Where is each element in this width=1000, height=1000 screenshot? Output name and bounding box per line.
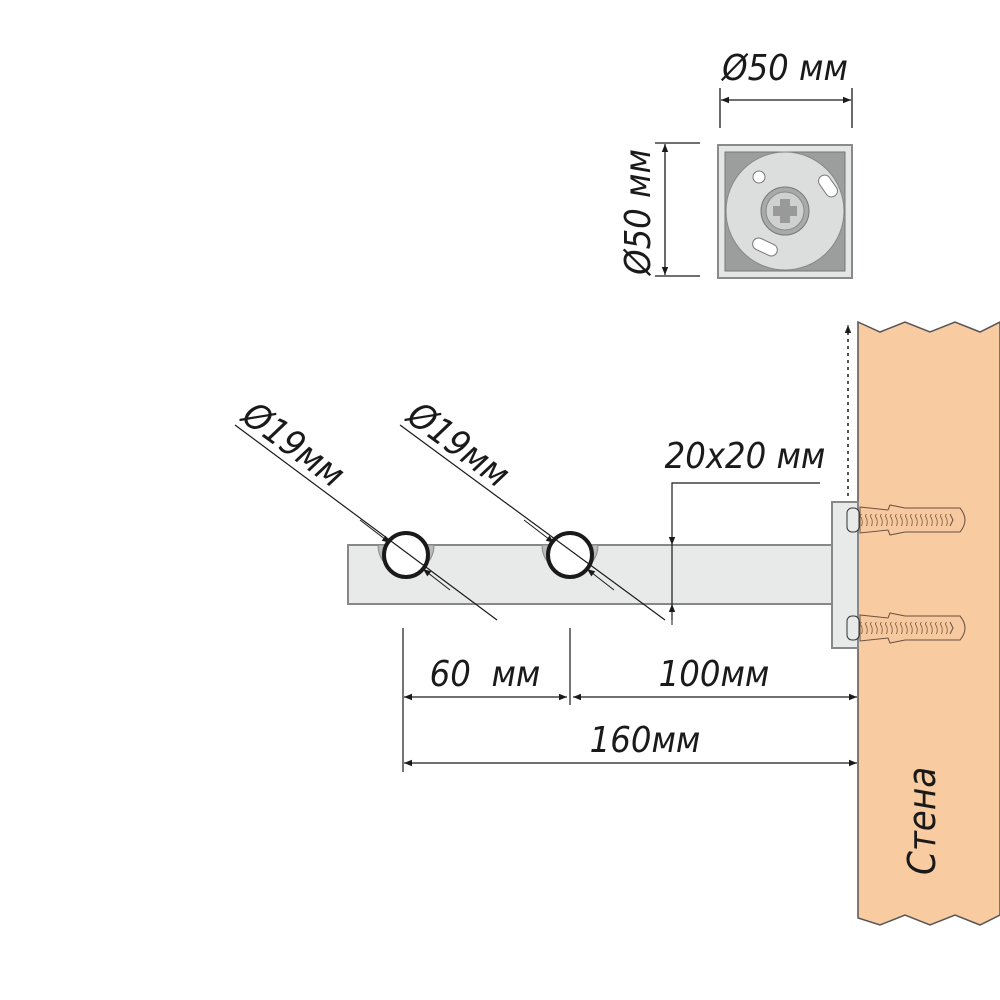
dim-160-label: 160мм — [590, 720, 701, 761]
wall-label: Стена — [900, 767, 944, 875]
screw-head-icon — [773, 199, 797, 223]
plate-width-label: Ø50 мм — [720, 48, 848, 89]
anchor-screw-icon — [846, 504, 966, 536]
hole2-diameter-label: Ø19мм — [398, 393, 517, 496]
profile-section-label: 20x20 мм — [665, 436, 826, 477]
dim-100-label: 100мм — [659, 654, 770, 695]
plate-height-label: Ø50 мм — [618, 149, 659, 277]
profile-section-callout: 20x20 мм — [665, 436, 826, 625]
wall-anchors — [846, 504, 966, 644]
mount-hole-icon — [752, 170, 766, 184]
mounting-plate-top-view: Ø50 мм Ø50 мм — [618, 48, 853, 279]
anchor-screw-icon — [846, 612, 966, 644]
dim-60-label: 60 мм — [430, 654, 541, 695]
rod-hole-2 — [541, 531, 599, 579]
hole1-diameter-label: Ø19мм — [233, 393, 352, 496]
length-dimensions: 60 мм 100мм 160мм — [402, 628, 857, 772]
slot-hole-icon — [818, 174, 838, 198]
slot-hole-icon — [752, 237, 778, 257]
